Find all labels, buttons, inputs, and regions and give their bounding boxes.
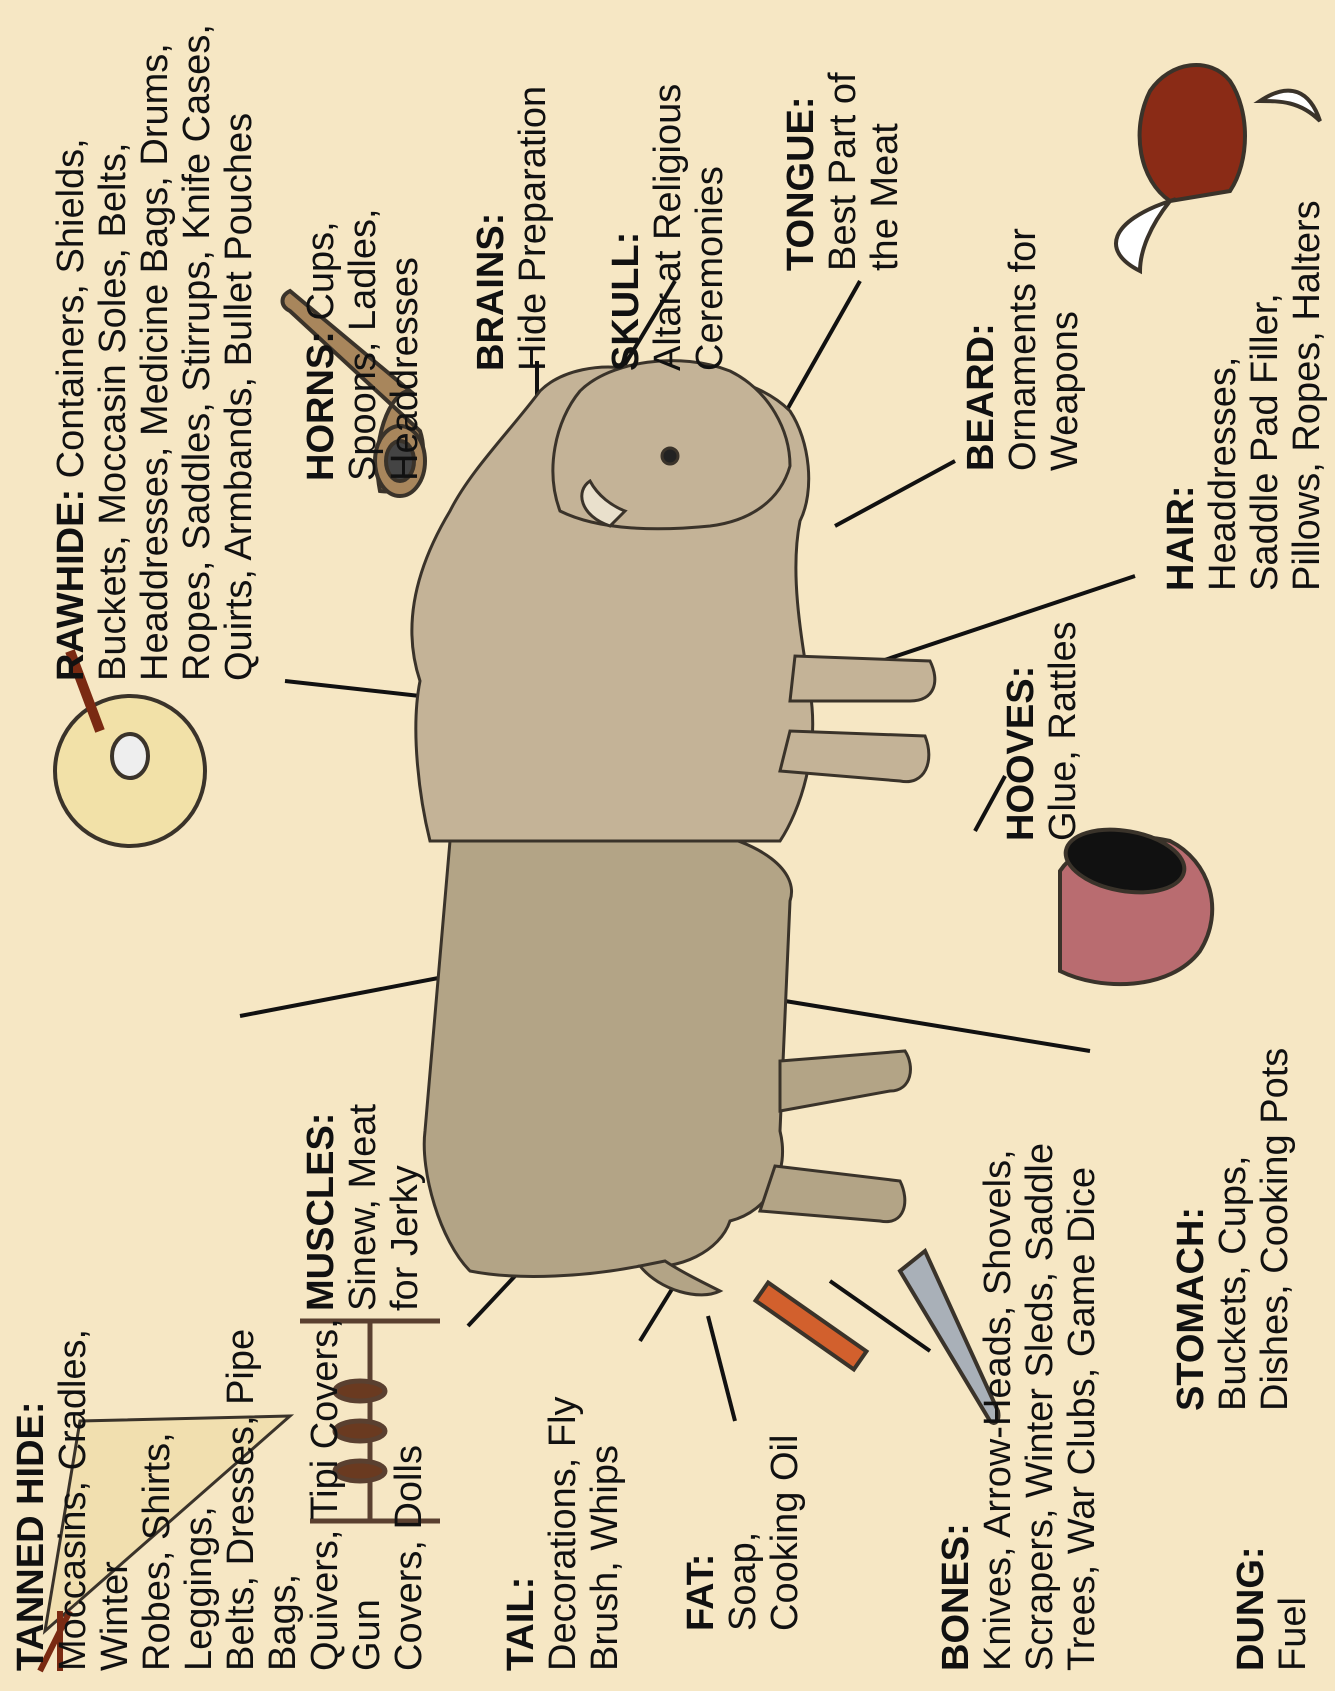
dung-title: DUNG: [1230,1471,1272,1671]
tail-title: TAIL: [500,1351,542,1671]
horns-first-line: HORNS: Cups, [300,121,342,481]
tanned-hide-line-5: Covers, Dolls [388,1311,430,1671]
label-dung: DUNG: Fuel [1230,1471,1314,1671]
label-skull: SKULL: Altar at Religious Ceremonies [605,11,731,371]
fat-line-2: Cooking Oil [764,1371,806,1631]
label-horns: HORNS: Cups, Spoons, Ladles, Headdresses [300,121,426,481]
rawhide-line-2: Headdresses, Medicine Bags, Drums, [134,1,176,681]
horns-line-2: Headdresses [384,121,426,481]
rawhide-line-1: Buckets, Moccasin Soles, Belts, [92,1,134,681]
skull-line-2: Ceremonies [689,11,731,371]
rawhide-first-line: RAWHIDE: Containers, Shields, [50,1,92,681]
label-tanned-hide: TANNED HIDE: Moccasins, Cradles, Winter … [10,1311,430,1671]
label-fat: FAT: Soap, Cooking Oil [680,1371,806,1631]
skull-line-1: Altar at Religious [647,11,689,371]
fat-title: FAT: [680,1371,722,1631]
hair-title: HAIR: [1160,131,1202,591]
label-hooves: HOOVES: Glue, Rattles [1000,541,1084,841]
muscles-first-line: MUSCLES: Sinew, Meat [300,1011,384,1311]
tanned-hide-line-2: Robes, Shirts, Leggings, [136,1311,220,1671]
rawhide-line-4: Quirts, Armbands, Bullet Pouches [218,1,260,681]
bison-front-leg-2 [790,656,935,701]
tanned-hide-title: TANNED HIDE: [10,1311,52,1671]
label-tongue: TONGUE: Best Part of the Meat [780,11,906,271]
beard-title: BEARD: [960,171,1002,471]
bison-hindquarters [424,831,791,1276]
label-hair: HAIR: Headdresses, Saddle Pad Filler, Pi… [1160,131,1328,591]
horns-line-1: Spoons, Ladles, [342,121,384,481]
bones-line-3: Trees, War Clubs, Game Dice [1061,1111,1103,1671]
label-bones: BONES: Knives, Arrow-Heads, Shovels, Scr… [935,1111,1103,1671]
beard-line-1: Ornaments for [1002,171,1044,471]
label-stomach: STOMACH: Buckets, Cups, Dishes, Cooking … [1170,991,1296,1411]
dung-line-1: Fuel [1272,1471,1314,1671]
hair-line-2: Saddle Pad Filler, [1244,131,1286,591]
hooves-line-1: Glue, Rattles [1042,541,1084,841]
label-tail: TAIL: Decorations, Fly Brush, Whips [500,1351,626,1671]
brains-title: BRAINS: [470,21,512,371]
muscles-line-1: for Jerky [384,1011,426,1311]
stomach-line-2: Dishes, Cooking Pots [1254,991,1296,1411]
label-beard: BEARD: Ornaments for Weapons [960,171,1086,471]
leader-line-muscles [468,1276,515,1326]
label-brains: BRAINS: Hide Preparation [470,21,554,371]
skull-title: SKULL: [605,11,647,371]
tanned-hide-line-1: Moccasins, Cradles, Winter [52,1311,136,1671]
hooves-title: HOOVES: [1000,541,1042,841]
hair-line-3: Pillows, Ropes, Halters [1286,131,1328,591]
pot-icon [1060,821,1212,984]
fat-line-1: Soap, [722,1371,764,1631]
tail-line-2: Brush, Whips [584,1351,626,1671]
tanned-hide-line-3: Belts, Dresses, Pipe Bags, [220,1311,304,1671]
muscles-first: Sinew, Meat [342,1104,384,1311]
bison-hind-leg-2 [780,1051,910,1111]
horns-first: Cups, [300,221,342,320]
tail-line-1: Decorations, Fly [542,1351,584,1671]
tanned-hide-line-4: Quivers, Tipi Covers, Gun [304,1311,388,1671]
hair-line-1: Headdresses, [1202,131,1244,591]
muscles-title: MUSCLES: [300,1113,342,1311]
bison-illustration [412,361,935,1295]
beard-line-2: Weapons [1044,171,1086,471]
bones-line-2: Scrapers, Winter Sleds, Saddle [1019,1111,1061,1671]
bones-line-1: Knives, Arrow-Heads, Shovels, [977,1111,1019,1671]
bones-title: BONES: [935,1111,977,1671]
brains-line-1: Hide Preparation [512,21,554,371]
label-rawhide: RAWHIDE: Containers, Shields, Buckets, M… [50,1,260,681]
label-muscles: MUSCLES: Sinew, Meat for Jerky [300,1011,426,1311]
leader-line-stomach [785,1001,1090,1051]
rawhide-line-3: Ropes, Saddles, Stirrups, Knife Cases, [176,1,218,681]
rawhide-first: Containers, Shields, [50,138,92,478]
tongue-title: TONGUE: [780,11,822,271]
stomach-title: STOMACH: [1170,991,1212,1411]
bison-tail [640,1261,720,1295]
bison-front-leg-1 [780,731,929,782]
stomach-line-1: Buckets, Cups, [1212,991,1254,1411]
bison-hind-leg-1 [760,1166,905,1222]
bison-eye [662,448,678,464]
leader-line-beard [835,461,955,526]
tongue-line-2: the Meat [864,11,906,271]
rawhide-title: RAWHIDE: [50,489,92,681]
horns-title: HORNS: [300,331,342,481]
tongue-line-1: Best Part of [822,11,864,271]
leader-line-rawhide [285,681,420,696]
